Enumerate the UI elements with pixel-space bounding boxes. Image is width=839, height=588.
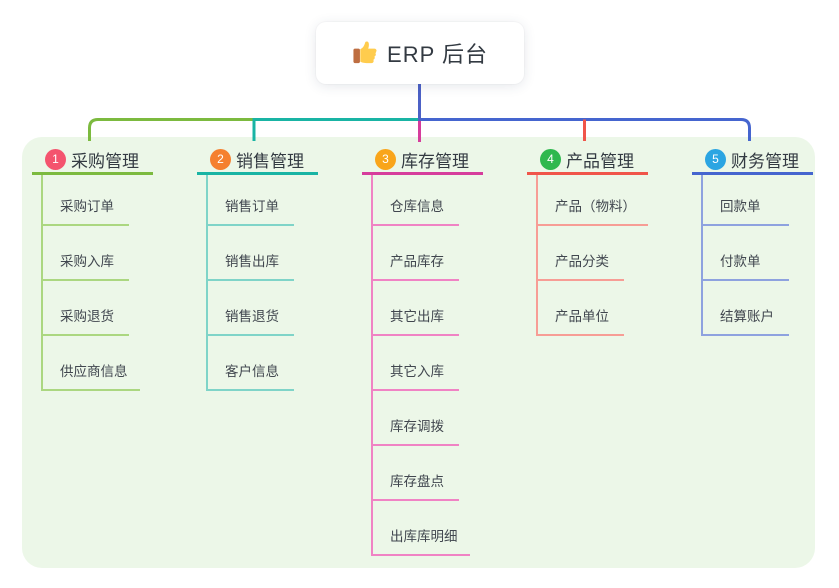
child-label: 回款单	[720, 199, 761, 214]
branch-label: 产品管理	[566, 151, 634, 171]
branch-label: 财务管理	[731, 151, 799, 171]
child-node[interactable]: 出库库明细	[373, 501, 470, 556]
child-label: 产品（物料）	[555, 199, 636, 214]
branch-finance-children: 回款单 付款单 结算账户	[701, 175, 789, 336]
branch-product: 4 产品管理 产品（物料） 产品分类 产品单位	[527, 146, 648, 336]
branch-finance-header[interactable]: 5 财务管理	[692, 146, 813, 175]
child-label: 其它入库	[390, 364, 444, 379]
thumbs-up-icon	[353, 41, 377, 64]
child-label: 仓库信息	[390, 199, 444, 214]
child-node[interactable]: 结算账户	[703, 281, 789, 336]
child-label: 采购退货	[60, 309, 114, 324]
branch-label: 库存管理	[401, 151, 469, 171]
child-node[interactable]: 客户信息	[208, 336, 294, 391]
branch-finance: 5 财务管理 回款单 付款单 结算账户	[692, 146, 813, 336]
child-node[interactable]: 库存调拨	[373, 391, 459, 446]
branch-product-header[interactable]: 4 产品管理	[527, 146, 648, 175]
child-label: 采购订单	[60, 199, 114, 214]
child-label: 出库库明细	[390, 529, 458, 544]
branch-label: 销售管理	[236, 151, 304, 171]
child-label: 产品单位	[555, 309, 609, 324]
child-node[interactable]: 付款单	[703, 226, 789, 281]
child-node[interactable]: 其它入库	[373, 336, 459, 391]
mindmap-panel	[22, 137, 815, 568]
child-node[interactable]: 产品单位	[538, 281, 624, 336]
branch-badge: 5	[705, 148, 726, 170]
branch-product-children: 产品（物料） 产品分类 产品单位	[536, 175, 648, 336]
child-label: 付款单	[720, 254, 761, 269]
branch-badge: 2	[210, 148, 231, 170]
branch-inventory-children: 仓库信息 产品库存 其它出库 其它入库 库存调拨 库存盘点 出库库明细	[371, 175, 470, 556]
child-node[interactable]: 回款单	[703, 175, 789, 226]
child-label: 客户信息	[225, 364, 279, 379]
child-node[interactable]: 产品（物料）	[538, 175, 648, 226]
branch-purchase-children: 采购订单 采购入库 采购退货 供应商信息	[41, 175, 140, 391]
branch-sales-children: 销售订单 销售出库 销售退货 客户信息	[206, 175, 294, 391]
child-label: 销售订单	[225, 199, 279, 214]
root-node[interactable]: ERP 后台	[316, 22, 524, 84]
child-node[interactable]: 供应商信息	[43, 336, 140, 391]
child-node[interactable]: 销售退货	[208, 281, 294, 336]
child-node[interactable]: 销售订单	[208, 175, 294, 226]
branch-inventory-header[interactable]: 3 库存管理	[362, 146, 483, 175]
child-label: 采购入库	[60, 254, 114, 269]
branch-badge: 3	[375, 148, 396, 170]
branch-label: 采购管理	[71, 151, 139, 171]
root-title: ERP 后台	[387, 42, 488, 67]
branch-purchase-header[interactable]: 1 采购管理	[32, 146, 153, 175]
child-label: 其它出库	[390, 309, 444, 324]
branch-sales: 2 销售管理 销售订单 销售出库 销售退货 客户信息	[197, 146, 318, 391]
child-node[interactable]: 采购入库	[43, 226, 129, 281]
child-label: 库存调拨	[390, 419, 444, 434]
child-node[interactable]: 仓库信息	[373, 175, 459, 226]
child-label: 产品分类	[555, 254, 609, 269]
child-label: 库存盘点	[390, 474, 444, 489]
child-label: 供应商信息	[60, 364, 128, 379]
branch-badge: 4	[540, 148, 561, 170]
child-node[interactable]: 采购退货	[43, 281, 129, 336]
child-label: 产品库存	[390, 254, 444, 269]
branch-badge: 1	[45, 148, 66, 170]
child-node[interactable]: 产品库存	[373, 226, 459, 281]
child-label: 销售退货	[225, 309, 279, 324]
child-node[interactable]: 销售出库	[208, 226, 294, 281]
branch-inventory: 3 库存管理 仓库信息 产品库存 其它出库 其它入库 库存调拨 库存盘点 出库库…	[362, 146, 483, 556]
child-label: 销售出库	[225, 254, 279, 269]
child-node[interactable]: 库存盘点	[373, 446, 459, 501]
child-label: 结算账户	[720, 309, 774, 324]
branch-sales-header[interactable]: 2 销售管理	[197, 146, 318, 175]
child-node[interactable]: 产品分类	[538, 226, 624, 281]
branch-purchase: 1 采购管理 采购订单 采购入库 采购退货 供应商信息	[32, 146, 153, 391]
child-node[interactable]: 其它出库	[373, 281, 459, 336]
child-node[interactable]: 采购订单	[43, 175, 129, 226]
